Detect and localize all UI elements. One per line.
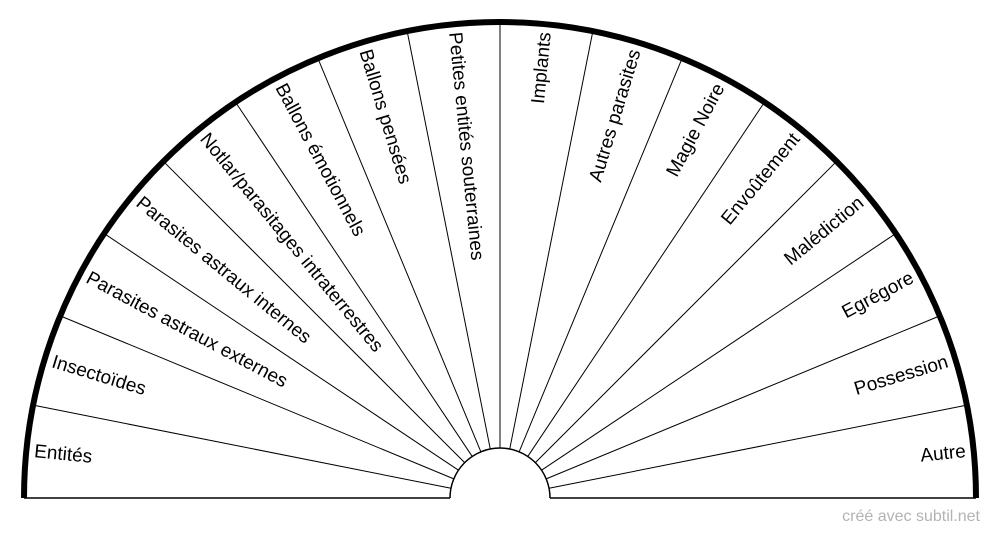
sector-divider — [545, 316, 939, 480]
sector-divider — [105, 234, 459, 471]
sector-divider — [407, 33, 491, 450]
sector-dividers — [35, 24, 965, 489]
sector-label: Magie Noire — [663, 80, 730, 180]
sector-label: Entités — [33, 441, 93, 468]
sector-divider — [318, 59, 482, 453]
credit-text: créé avec subtil.net — [842, 508, 980, 525]
sector-label: Petites entités souterraines — [444, 31, 487, 261]
sector-divider — [61, 316, 455, 480]
sector-divider — [518, 59, 682, 453]
sector-label: Autres parasites — [585, 47, 645, 184]
sector-label: Autre — [919, 441, 966, 466]
sector-divider — [527, 103, 764, 457]
sector-label: Ballons pensées — [355, 47, 416, 187]
sector-label: Possession — [852, 352, 951, 400]
sector-label: Egrégore — [839, 268, 918, 323]
sector-divider — [535, 162, 836, 463]
sector-label: Insectoïdes — [49, 352, 148, 400]
outer-arc — [21, 19, 979, 499]
sector-label: Ballons émotionnels — [271, 80, 370, 240]
sector-divider — [35, 405, 452, 489]
sector-label: Implants — [528, 31, 556, 105]
sector-divider — [548, 405, 965, 489]
center-arc — [449, 447, 551, 499]
sector-divider — [236, 103, 473, 457]
sector-divider — [164, 162, 465, 463]
sector-divider — [541, 234, 895, 471]
sector-label: Envoûtement — [717, 129, 805, 229]
sector-divider — [509, 33, 593, 450]
